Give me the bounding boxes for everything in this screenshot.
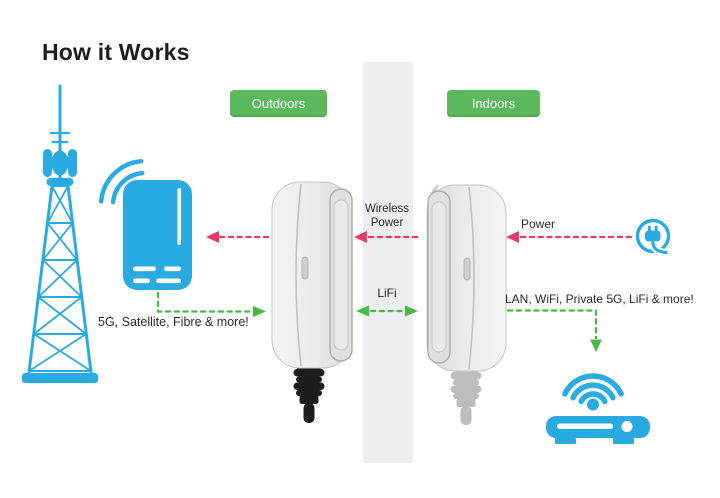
outdoor-services-label: 5G, Satellite, Fibre & more!: [98, 315, 249, 329]
power-arrow: [506, 231, 635, 243]
wifi-router-icon: [546, 373, 650, 444]
cell-tower-icon: [22, 84, 98, 383]
outdoor-unit-device: [271, 181, 353, 369]
modem-icon: [123, 180, 192, 290]
indoor-services-label: LAN, WiFi, Private 5G, LiFi & more!: [505, 292, 694, 306]
indoor-unit-cable: [450, 363, 482, 425]
outdoor-services-arrow: [156, 291, 266, 317]
indoor-services-arrow: [506, 309, 602, 352]
indoor-unit-device: [426, 184, 507, 372]
page-title: How it Works: [42, 39, 190, 66]
outdoors-badge: Outdoors: [230, 90, 327, 117]
wireless-power-arrow: [354, 231, 423, 243]
lifi-label: LiFi: [377, 286, 397, 300]
power-plug-icon: [635, 218, 671, 256]
backhaul-power-arrow: [206, 231, 273, 243]
wireless-power-label: Wireless Power: [364, 203, 410, 229]
power-label: Power: [520, 217, 555, 231]
indoors-badge: Indoors: [447, 90, 540, 117]
outdoor-unit-cable: [293, 360, 325, 423]
indoors-badge-label: Indoors: [471, 96, 516, 111]
outdoors-badge-label: Outdoors: [251, 96, 306, 111]
wall-divider: [363, 62, 413, 463]
lifi-arrow: [356, 305, 418, 317]
